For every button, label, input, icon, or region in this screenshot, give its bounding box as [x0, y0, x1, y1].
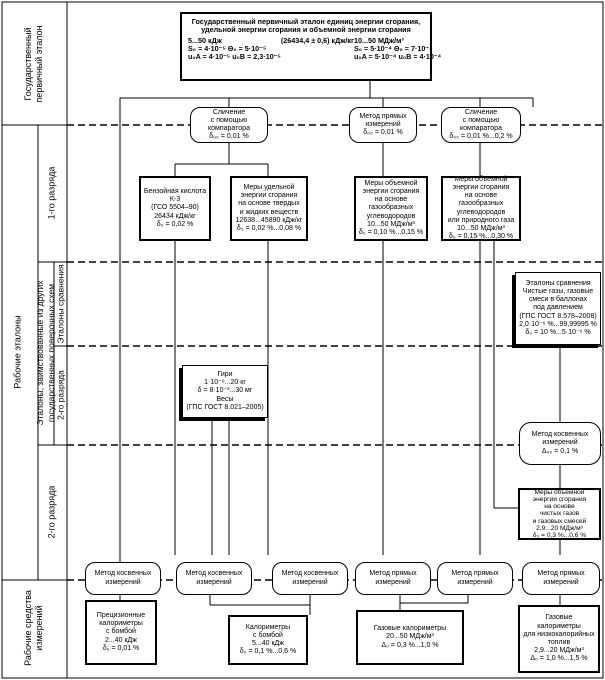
direct-measurement-oval: Метод прямых измерений δ₀₀ = 0,01 % [349, 107, 417, 143]
bomb-calorimeters-box: Калориметры с бомбой 5...40 кДж δ₀ = 0,1… [228, 615, 308, 665]
label-borrowed: Эталоны, заимствованные из других госуда… [35, 280, 56, 426]
label-comparison-standards: Эталоны сравнения [55, 264, 66, 344]
volumetric-natural-gas-measures-box: Меры объемной энергии сгорания на основе… [441, 176, 521, 241]
comparison-oval-2: Сличение с помощью компаратора δ₀₀ = 0,0… [441, 107, 521, 143]
comparison-oval-1: Сличение с помощью компаратора δ₀₀ = 0,0… [190, 107, 268, 143]
label-first-rank: 1-го разряда [46, 166, 57, 220]
label-second-rank-a: 2-го разряда [55, 370, 66, 420]
label-working-standards: Рабочие эталоны [12, 315, 23, 389]
label-state-primary: Государственный первичный эталон [23, 25, 44, 103]
second-rank-measures-box: Меры объемной энергии сгорания на основе… [518, 488, 601, 540]
precision-calorimeters-box: Прецизионные калориметры с бомбой 2...40… [85, 600, 157, 665]
weights-box: Гири 1·10⁻⁶...20 кг δ = 8·10⁻³...30 мг В… [182, 365, 268, 418]
bottom-direct-oval-2: Метод прямых измерений [437, 562, 513, 595]
volumetric-hydrocarbon-measures-box: Меры объемной энергии сгорания на основе… [354, 176, 428, 241]
gas-calorimeters-box: Газовые калориметры 20...50 МДж/м³ Δ₀ = … [356, 610, 464, 665]
indirect-measurement-oval: Метод косвенных измерений Δ₀₀ = 0,1 % [519, 422, 601, 465]
bottom-indirect-oval-1: Метод косвенных измерений [85, 562, 161, 595]
primary-standard-box: Государственный первичный эталон единиц … [180, 12, 441, 81]
comparison-standards-box: Эталоны сравнения Чистые газы, газовые с… [515, 272, 601, 345]
benzoic-acid-box: Бензойная кислота К-3 (ГСО 5504–90) 2643… [139, 176, 211, 241]
bottom-direct-oval-1: Метод прямых измерений [355, 562, 431, 595]
specific-energy-measures-box: Меры удельной энергии сгорания на основе… [230, 176, 308, 241]
bottom-indirect-oval-3: Метод косвенных измерений [272, 562, 348, 595]
bottom-indirect-oval-2: Метод косвенных измерений [176, 562, 252, 595]
low-calorie-gas-calorimeters-box: Газовые калориметры для низкокалорийных … [518, 605, 600, 673]
label-working-means: Рабочие средства измерений [23, 590, 44, 666]
bottom-direct-oval-3: Метод прямых измерений [522, 562, 600, 595]
label-second-rank-b: 2-го разряда [46, 485, 57, 539]
